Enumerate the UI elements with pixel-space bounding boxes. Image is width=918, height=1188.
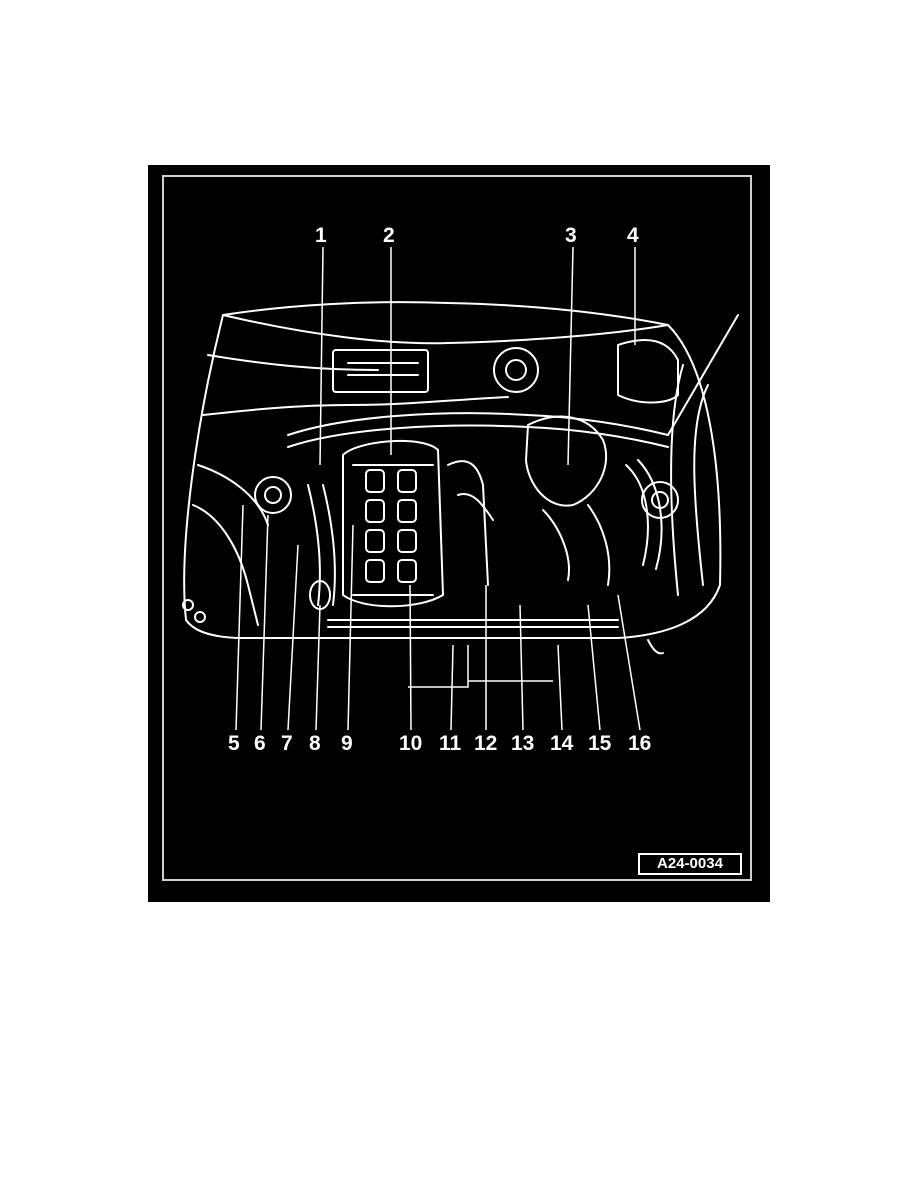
engine-compartment-drawing — [182, 246, 739, 731]
label-3: 3 — [565, 224, 577, 247]
engine-compartment-figure: 1 2 3 4 5 6 7 8 9 10 11 12 13 14 15 16 A… — [148, 165, 770, 902]
label-15: 15 — [588, 732, 612, 755]
label-8: 8 — [309, 732, 321, 755]
leader-10 — [409, 584, 412, 731]
leader-16 — [617, 594, 641, 731]
figure-frame — [162, 175, 752, 881]
leader-15 — [587, 604, 601, 731]
label-4: 4 — [627, 224, 639, 247]
label-13: 13 — [511, 732, 535, 755]
leader-6 — [260, 514, 269, 731]
label-2: 2 — [383, 224, 395, 247]
label-6: 6 — [254, 732, 266, 755]
label-11: 11 — [439, 732, 462, 755]
cowl-line — [222, 314, 669, 345]
label-7: 7 — [281, 732, 293, 755]
label-5: 5 — [228, 732, 240, 755]
leader-1 — [319, 246, 324, 466]
leader-5 — [235, 504, 244, 731]
label-1: 1 — [315, 224, 327, 247]
figure-code-box: A24-0034 — [638, 853, 742, 875]
valve-cover — [342, 440, 444, 608]
leader-9 — [347, 524, 354, 731]
leader-8 — [315, 604, 321, 731]
leader-3 — [567, 246, 574, 466]
label-12: 12 — [474, 732, 498, 755]
label-14: 14 — [550, 732, 574, 755]
label-9: 9 — [341, 732, 353, 755]
label-10: 10 — [399, 732, 423, 755]
leader-14 — [557, 644, 563, 731]
leader-7 — [287, 544, 299, 731]
hood-outline — [183, 301, 722, 639]
figure-code: A24-0034 — [657, 855, 723, 872]
label-16: 16 — [628, 732, 652, 755]
leader-13 — [519, 604, 524, 731]
